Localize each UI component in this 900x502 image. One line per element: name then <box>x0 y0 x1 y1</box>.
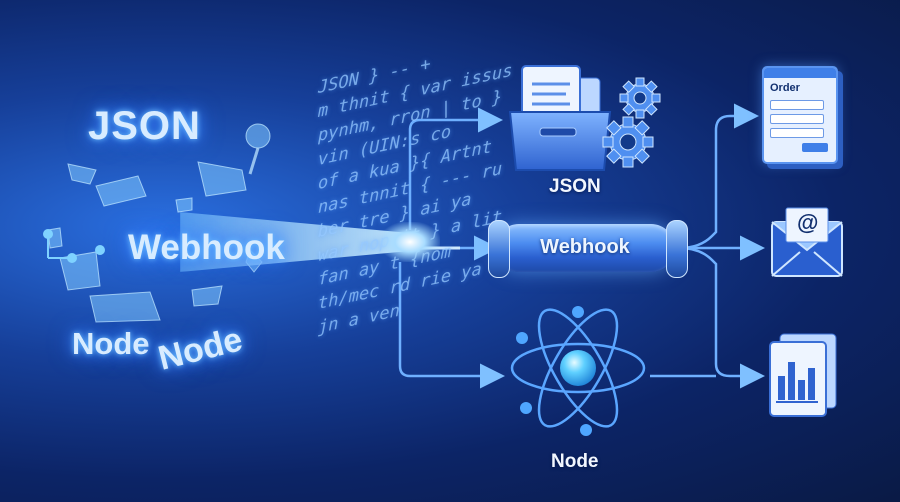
left-node-label-1: Node <box>72 326 150 361</box>
gear-icon <box>602 77 661 168</box>
beam-flare <box>380 222 440 262</box>
pipe-cap-right <box>666 220 688 278</box>
left-webhook-label: Webhook <box>128 228 285 267</box>
output-connectors <box>650 103 765 389</box>
order-form-header <box>764 68 836 78</box>
code-stream: JSON } -- + m thnit { var issus pynhm, r… <box>318 44 512 496</box>
report-chart-icon <box>769 333 837 417</box>
email-at-symbol: @ <box>797 210 819 235</box>
order-form-icon: Order <box>762 66 838 164</box>
pipe-label: Webhook <box>540 236 630 258</box>
order-form-field <box>770 100 824 110</box>
order-form-button <box>802 143 828 152</box>
json-node-label: JSON <box>549 176 601 197</box>
node-node-label: Node <box>551 451 599 472</box>
order-form-field <box>770 114 824 124</box>
node-dots <box>43 229 105 263</box>
floating-shards <box>47 123 271 323</box>
order-form-title: Order <box>770 82 800 94</box>
folder-icon <box>508 65 612 171</box>
left-json-label: JSON <box>88 104 201 148</box>
order-form-field <box>770 128 824 138</box>
webhook-pipe <box>495 224 675 272</box>
atom-icon <box>510 306 646 436</box>
pipe-cap-left <box>488 220 510 278</box>
email-envelope-icon <box>771 207 843 277</box>
